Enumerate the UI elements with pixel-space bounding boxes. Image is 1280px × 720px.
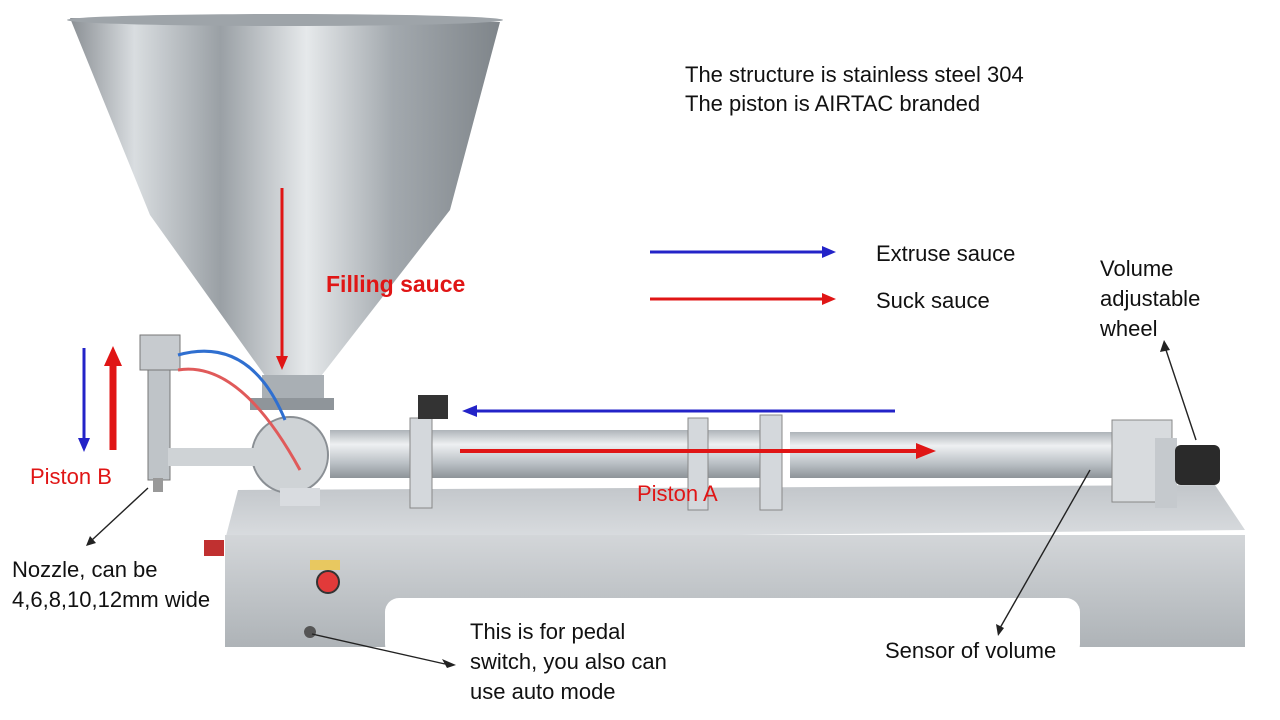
legend-arrows xyxy=(650,246,836,305)
piston-cylinder-assembly xyxy=(330,395,1220,511)
flow-arrows xyxy=(78,188,936,459)
legend-suck-label: Suck sauce xyxy=(876,288,990,313)
hopper xyxy=(67,14,503,410)
piston-b-label: Piston B xyxy=(30,464,112,489)
structure-note-line1: The structure is stainless steel 304 xyxy=(685,62,1024,87)
pointer-lines xyxy=(86,340,1197,668)
sensor-label: Sensor of volume xyxy=(885,638,1057,663)
structure-note-line2: The piston is AIRTAC branded xyxy=(685,91,981,116)
filling-sauce-label: Filling sauce xyxy=(326,271,466,297)
legend-extrude-label: Extruse sauce xyxy=(876,241,1016,266)
piston-a-label: Piston A xyxy=(637,481,718,506)
volume-wheel-label: Volume adjustable wheel xyxy=(1100,256,1201,341)
pedal-switch-label: This is for pedal switch, you also can u… xyxy=(470,619,667,704)
nozzle-label: Nozzle, can be 4,6,8,10,12mm wide xyxy=(12,557,211,612)
valve-and-nozzle xyxy=(139,334,329,506)
machine-base xyxy=(204,485,1245,658)
